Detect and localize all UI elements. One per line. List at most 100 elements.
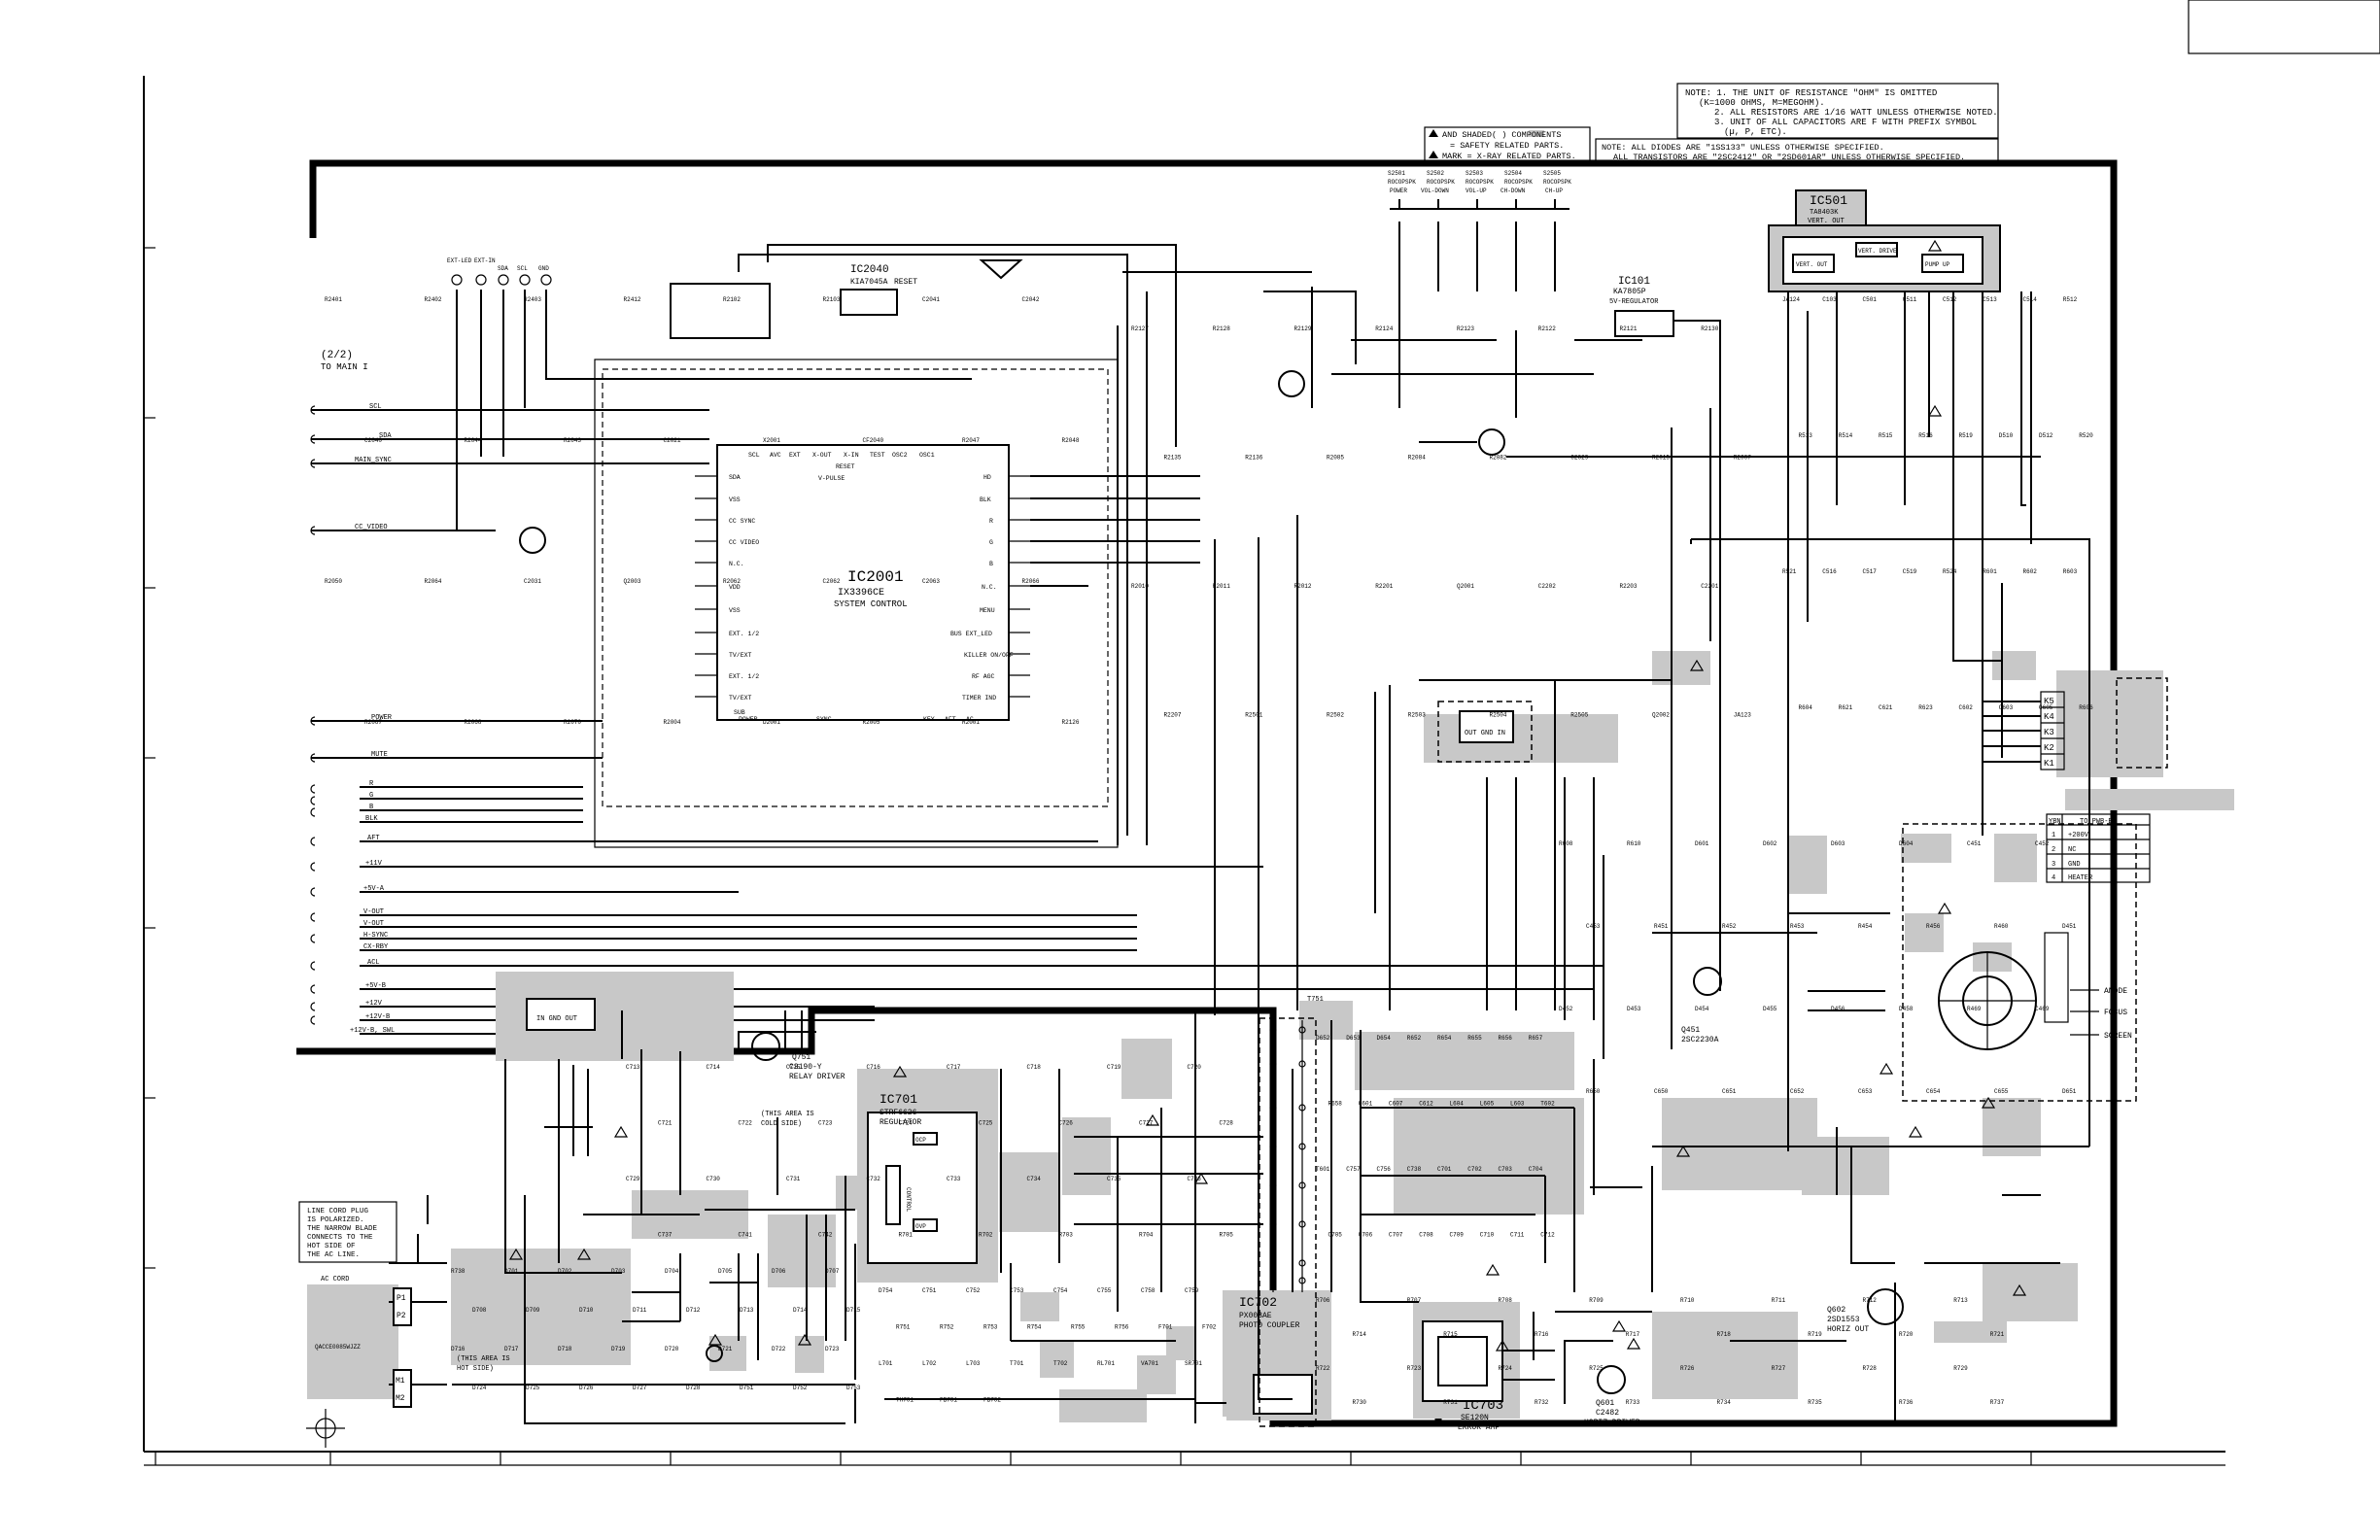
- sheet-ref: TO MAIN I: [321, 362, 368, 372]
- warning-triangle-icon: [1626, 1337, 1641, 1350]
- component-ref: R2122: [1538, 325, 1556, 332]
- component-ref: R2502: [1327, 712, 1344, 719]
- component-ref: R2068: [465, 719, 482, 726]
- component-ref: R2001: [962, 719, 980, 726]
- component-ref: R2128: [1213, 325, 1230, 332]
- component-ref: D717: [504, 1346, 519, 1352]
- component-ref: C717: [947, 1064, 961, 1071]
- pin-label: EXT: [789, 452, 801, 459]
- connector-pin: K5: [2044, 697, 2054, 706]
- pin-label: N.C.: [729, 561, 744, 567]
- block-label: PUMP UP: [1925, 261, 1950, 268]
- q751: Q751 C3190-Y RELAY DRIVER: [751, 1032, 845, 1081]
- signal-label: H-SYNC: [363, 932, 388, 940]
- component-ref: T701: [1010, 1360, 1024, 1367]
- component-ref: D456: [1831, 1006, 1845, 1012]
- component-ref: C731: [786, 1176, 801, 1182]
- q-ref: Q451: [1681, 1026, 1700, 1035]
- component-ref: C722: [739, 1120, 753, 1127]
- component-ref: C729: [626, 1176, 640, 1182]
- note-line: NOTE: ALL DIODES ARE "1SS133" UNLESS OTH…: [1602, 143, 1884, 153]
- signal-label: R: [369, 780, 374, 788]
- note-line: THE AC LINE.: [307, 1251, 360, 1259]
- pin-label: MENU: [980, 607, 995, 614]
- note-line: CONNECTS TO THE: [307, 1234, 373, 1242]
- component-ref: R603: [2063, 568, 2078, 575]
- connector-pin: K4: [2044, 712, 2054, 722]
- pin-label: RESET: [836, 463, 855, 470]
- component-ref: D725: [526, 1385, 540, 1391]
- component-ref: D653: [1346, 1035, 1361, 1042]
- pin-label: AVC: [770, 452, 781, 459]
- component-ref: D451: [2062, 923, 2077, 930]
- component-ref: C702: [1467, 1166, 1482, 1173]
- component-ref: D709: [526, 1307, 540, 1314]
- switch-ref: S2504: [1504, 170, 1522, 177]
- component-ref: C513: [1983, 296, 1997, 303]
- warning-icons: [508, 239, 2027, 1352]
- ic501: IC501 TA8403K VERT. OUT VERT. OUT VERT. …: [1768, 189, 2001, 292]
- ic-function: RESET: [894, 278, 917, 287]
- component-ref: R714: [1353, 1331, 1367, 1338]
- component-ref: FB701: [940, 1397, 957, 1404]
- pin-label: HD: [983, 474, 991, 481]
- component-ref: D751: [740, 1385, 754, 1391]
- component-ref: C501: [1863, 296, 1878, 303]
- component-ref: C753: [1010, 1287, 1024, 1294]
- component-ref: D706: [772, 1268, 786, 1275]
- component-ref: R2062: [723, 578, 741, 585]
- component-ref: R710: [1680, 1297, 1695, 1304]
- q-part: C3190-Y: [789, 1063, 822, 1072]
- component-ref: C709: [1450, 1232, 1465, 1239]
- component-ref: C710: [1480, 1232, 1495, 1239]
- page-frame: [143, 0, 2380, 1466]
- component-ref: FB702: [983, 1397, 1001, 1404]
- component-ref: C601: [1359, 1101, 1373, 1108]
- component-ref: R2203: [1620, 583, 1638, 590]
- pin-label: R: [989, 518, 993, 525]
- component-ref: R657: [1529, 1035, 1543, 1042]
- component-ref: SR701: [1185, 1360, 1202, 1367]
- pin-label: EXT. 1/2: [729, 673, 759, 680]
- component-ref: R2048: [1062, 437, 1080, 444]
- component-ref: D704: [665, 1268, 679, 1275]
- area-note: COLD SIDE): [761, 1120, 802, 1128]
- component-ref: R520: [2079, 432, 2093, 439]
- component-ref: R654: [1437, 1035, 1452, 1042]
- component-ref: D754: [879, 1287, 893, 1294]
- component-ref: C469: [2035, 1006, 2050, 1012]
- component-ref: C718: [1027, 1064, 1042, 1071]
- component-ref: F701: [1158, 1324, 1173, 1331]
- ext-label: GND: [538, 265, 549, 272]
- component-ref: D710: [579, 1307, 594, 1314]
- ic2040: IC2040 KIA7045A RESET: [840, 259, 1023, 316]
- sheet-ref: (2/2): [321, 350, 353, 361]
- ic-ref: IC701: [880, 1092, 917, 1107]
- pin-label: CC VIDEO: [729, 539, 759, 546]
- component-ref: C706: [1359, 1232, 1373, 1239]
- component-ref: R2201: [1375, 583, 1393, 590]
- component-ref: R656: [1499, 1035, 1513, 1042]
- component-ref: R709: [1589, 1297, 1604, 1304]
- switch-ref: S2501: [1388, 170, 1405, 177]
- pin-label: KEY: [923, 716, 935, 723]
- block-label: CONTROL: [905, 1187, 912, 1213]
- component-ref: R513: [1799, 432, 1813, 439]
- block-label: VERT. DRIVE: [1858, 248, 1897, 255]
- warning-triangle-icon: [508, 1248, 524, 1260]
- component-ref: C2041: [922, 296, 940, 303]
- shade-swatch: [1529, 130, 1544, 137]
- component-ref: VA701: [1141, 1360, 1158, 1367]
- warning-triangle-icon: [1485, 1263, 1500, 1276]
- component-ref: C654: [1926, 1088, 1941, 1095]
- component-ref: C728: [1220, 1120, 1234, 1127]
- component-ref: R715: [1443, 1331, 1458, 1338]
- pin-label: EXT. 1/2: [729, 631, 759, 637]
- component-ref: R2082: [1490, 455, 1507, 462]
- pin-label: OSC2: [892, 452, 908, 459]
- component-ref: R2501: [1245, 712, 1262, 719]
- component-ref: R652: [1407, 1035, 1422, 1042]
- outer-boundary: [296, 159, 2118, 1427]
- switch-ref: S2503: [1466, 170, 1483, 177]
